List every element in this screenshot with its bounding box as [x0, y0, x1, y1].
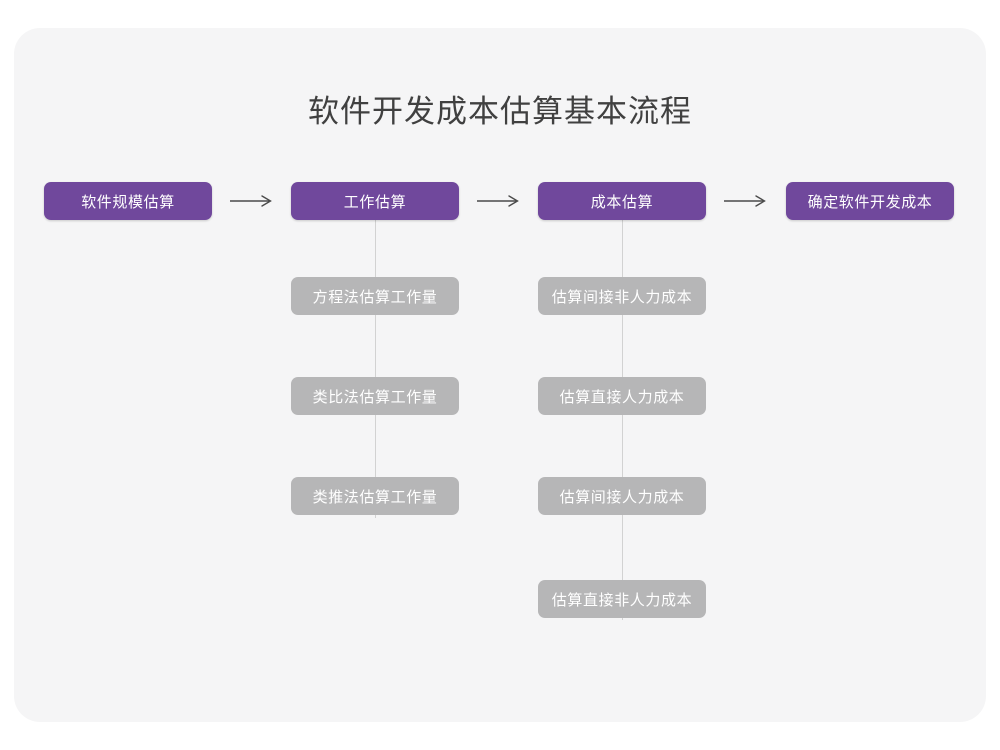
- flow-node-stage-3[interactable]: 成本估算: [538, 182, 706, 220]
- connector-line-stage-2: [375, 218, 376, 518]
- flow-node-label: 软件规模估算: [81, 193, 175, 211]
- flow-substep-label: 类推法估算工作量: [312, 488, 438, 506]
- flow-substep-label: 估算间接非人力成本: [551, 288, 693, 306]
- flow-substep-label: 估算直接非人力成本: [551, 591, 693, 609]
- flow-substep-label: 方程法估算工作量: [312, 288, 438, 306]
- connector-line-stage-3: [622, 218, 623, 620]
- flow-substep-stage-3-2[interactable]: 估算直接人力成本: [538, 377, 706, 415]
- flow-substep-label: 类比法估算工作量: [312, 388, 438, 406]
- flow-substep-stage-2-1[interactable]: 方程法估算工作量: [291, 277, 459, 315]
- flow-substep-stage-3-3[interactable]: 估算间接人力成本: [538, 477, 706, 515]
- arrow-stage-1-to-stage-2: [228, 190, 278, 212]
- arrow-stage-3-to-stage-4: [722, 190, 772, 212]
- flow-node-stage-1[interactable]: 软件规模估算: [44, 182, 212, 220]
- flow-substep-stage-3-1[interactable]: 估算间接非人力成本: [538, 277, 706, 315]
- flow-substep-label: 估算间接人力成本: [559, 488, 685, 506]
- flow-substep-stage-2-3[interactable]: 类推法估算工作量: [291, 477, 459, 515]
- page-title: 软件开发成本估算基本流程: [308, 94, 692, 129]
- flow-node-label: 成本估算: [590, 193, 654, 211]
- flow-node-label: 确定软件开发成本: [807, 193, 933, 211]
- flow-substep-label: 估算直接人力成本: [559, 388, 685, 406]
- arrow-stage-2-to-stage-3: [475, 190, 525, 212]
- flow-substep-stage-2-2[interactable]: 类比法估算工作量: [291, 377, 459, 415]
- flow-substep-stage-3-4[interactable]: 估算直接非人力成本: [538, 580, 706, 618]
- slide-panel: [14, 28, 986, 722]
- flow-node-stage-4[interactable]: 确定软件开发成本: [786, 182, 954, 220]
- flow-node-label: 工作估算: [343, 193, 407, 211]
- flow-node-stage-2[interactable]: 工作估算: [291, 182, 459, 220]
